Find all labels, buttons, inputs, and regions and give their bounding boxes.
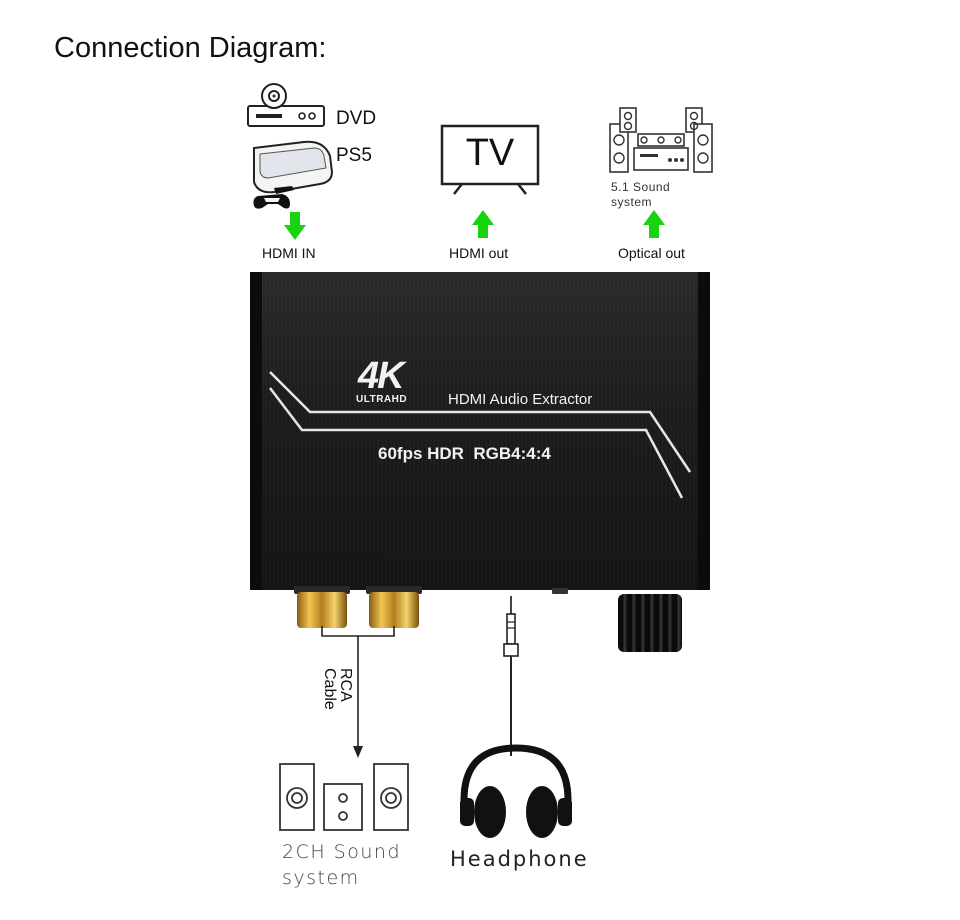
ps5-console-icon [253,140,334,209]
volume-knob-icon [618,594,682,652]
device-switch [552,588,568,594]
surround-label-line2: system [611,195,653,209]
rca-cable-label-line1: RCA [337,668,354,702]
surround-speakers-icon [609,107,713,173]
tv-icon [440,124,540,195]
rca-collar-right [366,586,422,594]
stereo-speakers-icon [279,763,409,831]
device-stripe-graphic [269,371,692,499]
stereo-label-line1: 2CH Sound [282,841,402,863]
logo-ultrahd: ULTRAHD [356,394,408,405]
rca-cable-label-line2: Cable [321,668,338,710]
device-left-edge [250,272,262,590]
rca-left-connector [297,592,347,628]
hdmi-in-label: HDMI IN [262,245,316,261]
headphone-label: Headphone [450,847,589,871]
arrow-down-icon [284,212,306,240]
stereo-label-line2: system [282,867,360,889]
rca-right-connector [369,592,419,628]
tv-screen-text: TV [465,132,515,174]
ps5-label: PS5 [336,145,372,166]
rca-cable-line [321,626,395,758]
product-name: HDMI Audio Extractor [448,391,593,408]
hdmi-out-label: HDMI out [449,245,509,261]
device-right-edge [698,272,710,590]
audio-jack-icon [503,596,519,756]
spec-line: 60fps HDR RGB4:4:4 [378,444,551,463]
optical-out-label: Optical out [618,245,685,261]
diagram-title: Connection Diagram: [54,32,327,64]
logo-4k: 4K [358,355,405,397]
rca-collar-left [294,586,350,594]
dvd-label: DVD [336,108,377,129]
arrow-up-icon [643,210,665,238]
surround-label-line1: 5.1 Sound [611,180,671,194]
dvd-player-icon [247,83,325,127]
headphone-icon [460,744,572,838]
arrow-up-icon [472,210,494,238]
